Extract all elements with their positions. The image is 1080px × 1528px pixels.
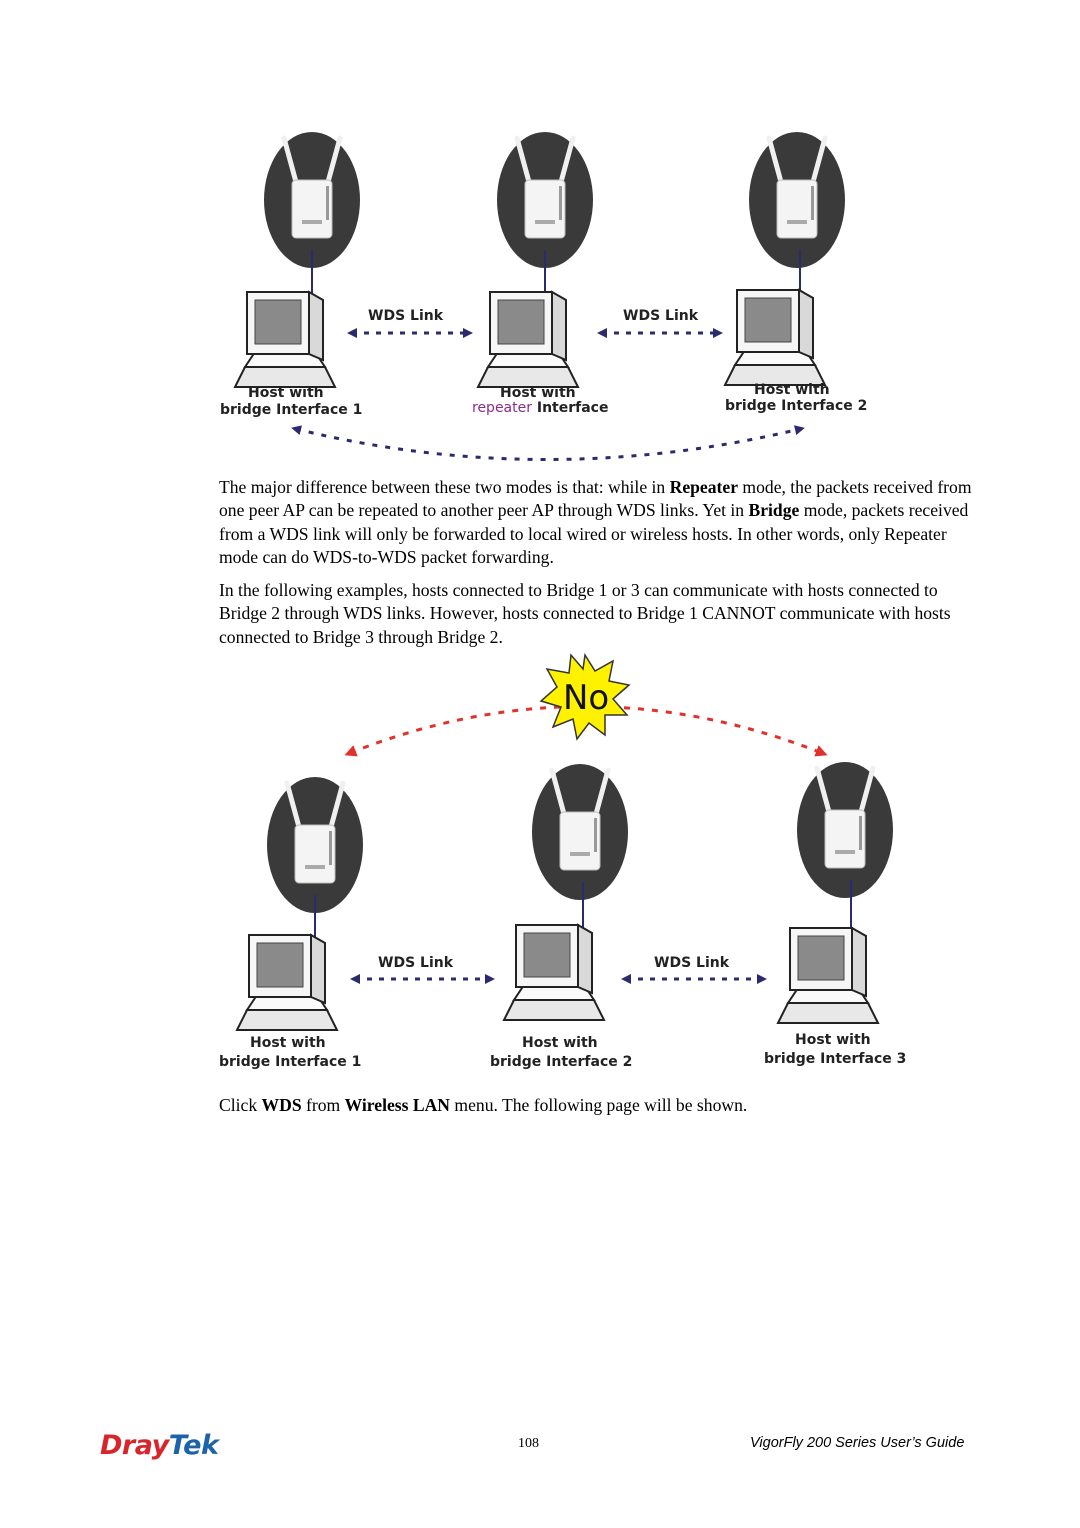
access-point-right-icon <box>797 762 893 898</box>
wds-link-label-left: WDS Link <box>368 308 444 324</box>
host-left-label-line2: bridge Interface 1 <box>219 1054 361 1070</box>
no-starburst-icon: No <box>539 652 631 741</box>
host-computer-middle-icon <box>477 291 579 388</box>
host-computer-left-icon <box>234 291 336 388</box>
wds-link-label-right: WDS Link <box>623 308 699 324</box>
host-computer-right-icon <box>724 289 826 386</box>
host-left-label-line1: Host with <box>250 1035 326 1051</box>
wds-forward-curve-arrow <box>291 425 805 461</box>
access-point-middle-icon <box>532 764 628 900</box>
host-right-label-line2: bridge Interface 2 <box>725 398 867 414</box>
draytek-logo: DrayTek <box>100 1430 219 1461</box>
host-computer-right-icon <box>777 927 879 1024</box>
no-label: No <box>563 678 609 718</box>
access-point-right-icon <box>749 132 845 268</box>
host-middle-label-line1: Host with <box>500 385 576 401</box>
host-left-label-line1: Host with <box>248 385 324 401</box>
wds-link-label-right: WDS Link <box>654 955 730 971</box>
host-middle-label-line2: bridge Interface 2 <box>490 1054 632 1070</box>
paragraph-mode-difference: The major difference between these two m… <box>219 477 972 568</box>
host-middle-label-line1: Host with <box>522 1035 598 1051</box>
host-middle-label-line2: repeater Interface <box>472 400 608 416</box>
access-point-left-icon <box>267 777 363 913</box>
wds-link-label-left: WDS Link <box>378 955 454 971</box>
host-right-label-line2: bridge Interface 3 <box>764 1051 906 1067</box>
host-computer-left-icon <box>236 934 338 1031</box>
host-right-label-line1: Host with <box>795 1032 871 1048</box>
page-number: 108 <box>518 1436 539 1451</box>
host-right-label-line1: Host with <box>754 382 830 398</box>
wds-bridge-diagram: No WDS Link WDS Link Host with bridge In… <box>219 652 906 1070</box>
paragraph-click-instruction: Click WDS from Wireless LAN menu. The fo… <box>219 1095 748 1115</box>
access-point-middle-icon <box>497 132 593 268</box>
host-computer-middle-icon <box>503 924 605 1021</box>
access-point-left-icon <box>264 132 360 268</box>
host-left-label-line2: bridge Interface 1 <box>220 402 362 418</box>
paragraph-bridge-examples: In the following examples, hosts connect… <box>219 580 951 647</box>
guide-title: VigorFly 200 Series User’s Guide <box>750 1435 965 1451</box>
wds-repeater-diagram: WDS Link WDS Link Host with bridge Inter… <box>220 130 867 461</box>
